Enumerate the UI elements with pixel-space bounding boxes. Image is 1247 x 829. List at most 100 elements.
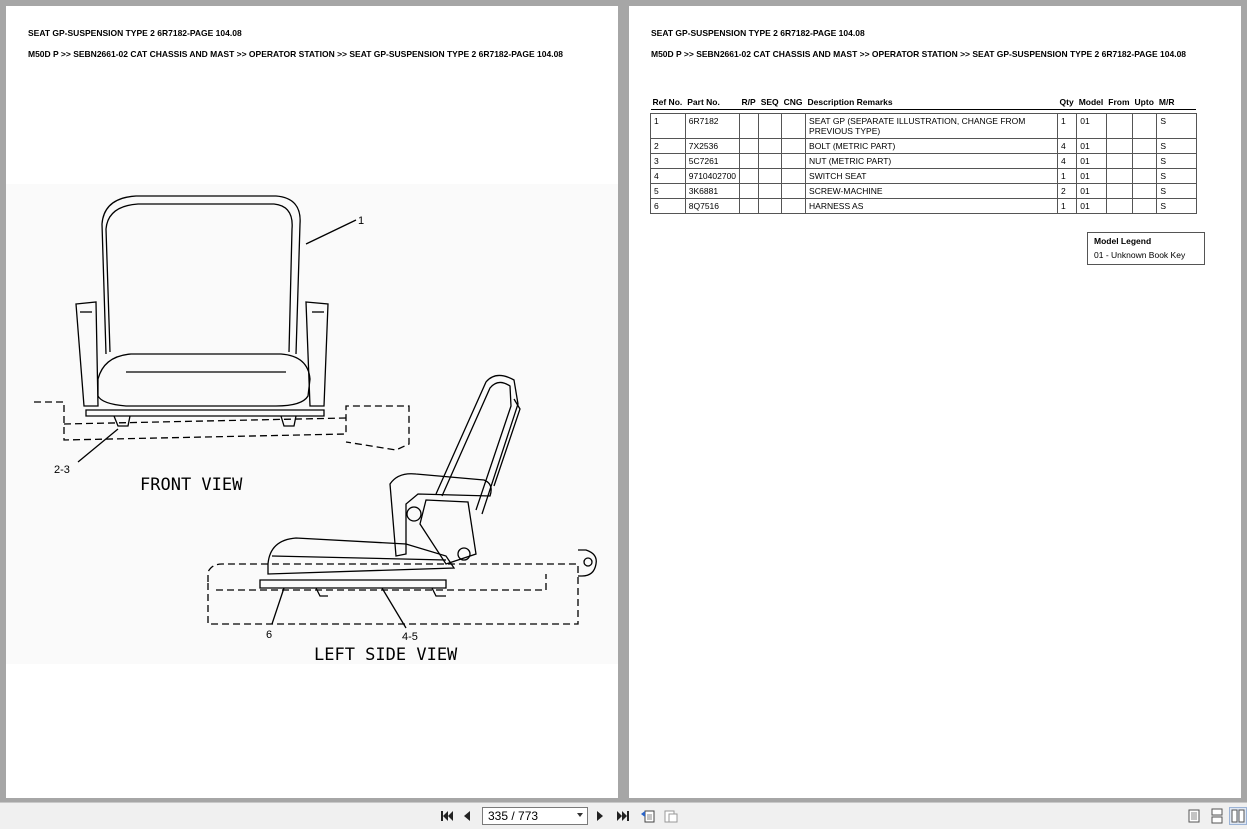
page-title: SEAT GP-SUSPENSION TYPE 2 6R7182-PAGE 10…	[28, 28, 242, 38]
cell-part: 9710402700	[684, 168, 741, 184]
cell-from	[1105, 168, 1134, 184]
cell-ref: 5	[650, 183, 686, 199]
facing-pages-icon[interactable]	[1229, 807, 1247, 825]
legend-title: Model Legend	[1094, 236, 1152, 246]
cell-qty: 4	[1057, 153, 1078, 169]
cell-mr: S	[1156, 113, 1197, 139]
cell-model: 01	[1076, 168, 1107, 184]
cell-upto	[1132, 113, 1158, 139]
model-legend: Model Legend 01 - Unknown Book Key	[1087, 232, 1205, 265]
col-header-qty: Qty	[1057, 92, 1077, 110]
callout-6: 6	[266, 629, 272, 641]
cell-mr: S	[1156, 198, 1197, 214]
prev-page-icon[interactable]	[458, 807, 476, 825]
cell-ref: 1	[650, 113, 686, 139]
callout-2-3: 2-3	[54, 464, 70, 476]
cell-seq	[758, 138, 783, 154]
cell-upto	[1132, 198, 1158, 214]
page-indicator: 335 / 773	[488, 809, 539, 823]
table-header-row: Ref No. Part No. R/P SEQ CNG Description…	[650, 92, 1197, 110]
col-header-from: From	[1106, 92, 1133, 110]
cell-from	[1105, 198, 1134, 214]
cell-from	[1105, 138, 1134, 154]
callout-4-5: 4-5	[402, 631, 418, 643]
breadcrumb: M50D P >> SEBN2661-02 CAT CHASSIS AND MA…	[28, 49, 564, 59]
legend-entry: 01 - Unknown Book Key	[1094, 250, 1186, 260]
back-view-icon[interactable]	[639, 807, 657, 825]
cell-rp	[739, 113, 760, 139]
continuous-page-icon[interactable]	[1208, 807, 1226, 825]
first-page-icon[interactable]	[438, 807, 456, 825]
cell-model: 01	[1076, 153, 1107, 169]
cell-seq	[758, 183, 783, 199]
col-header-rp: R/P	[739, 92, 759, 110]
cell-part: 7X2536	[684, 138, 741, 154]
cell-cng	[781, 183, 807, 199]
col-header-cng: CNG	[781, 92, 806, 110]
col-header-seq: SEQ	[758, 92, 782, 110]
cell-rp	[739, 138, 760, 154]
cell-upto	[1132, 168, 1158, 184]
front-view-drawing	[34, 195, 410, 463]
page-number-select[interactable]: 335 / 773	[482, 807, 588, 825]
cell-from	[1105, 183, 1134, 199]
col-header-mr: M/R	[1156, 92, 1197, 110]
cell-model: 01	[1076, 113, 1107, 139]
cell-cng	[781, 138, 807, 154]
cell-qty: 1	[1057, 168, 1078, 184]
cell-desc: SEAT GP (SEPARATE ILLUSTRATION, CHANGE F…	[805, 113, 1059, 139]
cell-cng	[781, 198, 807, 214]
cell-model: 01	[1076, 138, 1107, 154]
breadcrumb: M50D P >> SEBN2661-02 CAT CHASSIS AND MA…	[651, 49, 1187, 59]
parts-illustration: FRONT VIEW LEFT SIDE VIEW 1 2-3 6 4-5	[6, 184, 618, 664]
cell-ref: 2	[650, 138, 686, 154]
col-header-model: Model	[1076, 92, 1107, 110]
cell-desc: BOLT (METRIC PART)	[805, 138, 1059, 154]
cell-desc: NUT (METRIC PART)	[805, 153, 1059, 169]
col-header-part: Part No.	[685, 92, 740, 110]
cell-desc: HARNESS AS	[805, 198, 1059, 214]
cell-qty: 1	[1057, 198, 1078, 214]
col-header-ref: Ref No.	[650, 92, 686, 110]
cell-seq	[758, 113, 783, 139]
page-title: SEAT GP-SUSPENSION TYPE 2 6R7182-PAGE 10…	[651, 28, 865, 38]
cell-part: 6R7182	[684, 113, 741, 139]
cell-mr: S	[1156, 168, 1197, 184]
single-page-icon[interactable]	[1185, 807, 1203, 825]
left-page: SEAT GP-SUSPENSION TYPE 2 6R7182-PAGE 10…	[6, 6, 618, 798]
cell-model: 01	[1076, 198, 1107, 214]
col-header-desc: Description Remarks	[805, 92, 1058, 110]
cell-from	[1105, 113, 1134, 139]
next-page-icon[interactable]	[591, 807, 609, 825]
last-page-icon[interactable]	[614, 807, 632, 825]
cell-model: 01	[1076, 183, 1107, 199]
cell-rp	[739, 168, 760, 184]
cell-mr: S	[1156, 183, 1197, 199]
cell-upto	[1132, 183, 1158, 199]
cell-qty: 1	[1057, 113, 1078, 139]
cell-cng	[781, 153, 807, 169]
cell-upto	[1132, 153, 1158, 169]
cell-from	[1105, 153, 1134, 169]
chevron-down-icon	[577, 813, 583, 817]
callout-1: 1	[358, 215, 364, 227]
cell-mr: S	[1156, 153, 1197, 169]
cell-rp	[739, 153, 760, 169]
cell-seq	[758, 153, 783, 169]
col-header-upto: Upto	[1132, 92, 1157, 110]
illustration-background	[6, 184, 618, 664]
cell-qty: 4	[1057, 138, 1078, 154]
cell-cng	[781, 168, 807, 184]
front-view-label: FRONT VIEW	[140, 475, 243, 495]
forward-view-icon[interactable]	[662, 807, 680, 825]
cell-qty: 2	[1057, 183, 1078, 199]
cell-seq	[758, 198, 783, 214]
cell-ref: 3	[650, 153, 686, 169]
